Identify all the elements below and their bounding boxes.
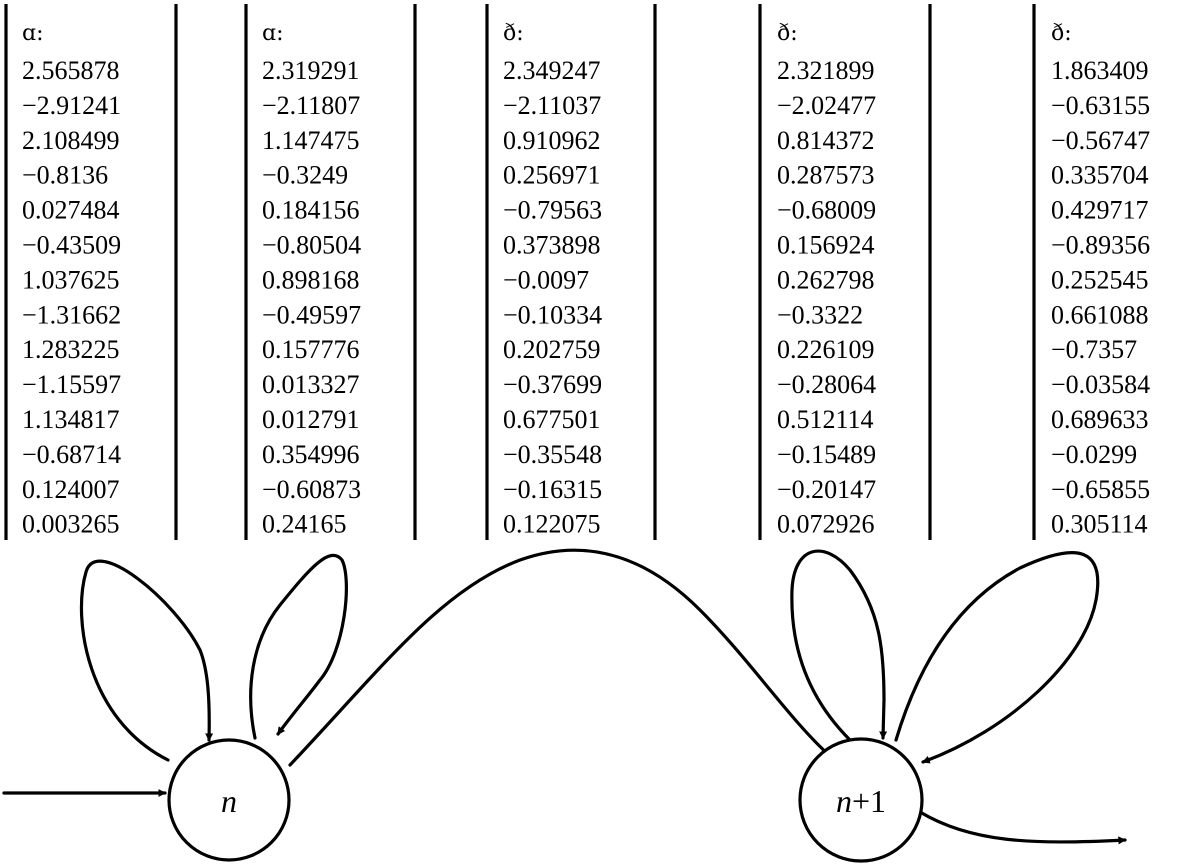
table-cell: 0.156924 bbox=[777, 231, 875, 260]
state-node-n: n bbox=[167, 738, 291, 862]
table-cell: −0.43509 bbox=[22, 231, 121, 260]
table-cell: −2.11037 bbox=[503, 91, 601, 120]
emission-table: ɑ: 2.565878 −2.91241 2.108499 −0.8136 0.02748… bbox=[22, 21, 1150, 539]
table-cell: 0.677501 bbox=[503, 405, 601, 434]
table-cell: −0.7357 bbox=[1051, 335, 1137, 364]
state-node-n-plus-1: n+1 bbox=[798, 737, 924, 863]
state-label: n bbox=[221, 783, 237, 819]
table-cell: 1.863409 bbox=[1051, 56, 1149, 85]
table-cell: 2.108499 bbox=[22, 126, 120, 155]
table-cell: −0.80504 bbox=[262, 231, 361, 260]
transition-n-to-n1 bbox=[288, 548, 832, 767]
state-circle bbox=[798, 737, 924, 863]
table-cell: −0.0299 bbox=[1051, 440, 1137, 469]
table-cell: 0.354996 bbox=[262, 440, 360, 469]
table-cell: 1.134817 bbox=[22, 405, 120, 434]
table-cell: −0.03584 bbox=[1051, 370, 1150, 399]
table-cell: 0.256971 bbox=[503, 161, 601, 190]
table-cell: 0.335704 bbox=[1051, 161, 1149, 190]
table-cell: 0.122075 bbox=[503, 510, 601, 539]
table-cell: 0.027484 bbox=[22, 196, 120, 225]
table-cell: 0.184156 bbox=[262, 196, 360, 225]
table-cell: −0.49597 bbox=[262, 300, 361, 329]
table-cell: 1.147475 bbox=[262, 126, 360, 155]
table-cell: −0.68009 bbox=[777, 196, 876, 225]
column-header: ð: bbox=[777, 21, 798, 46]
table-cell: 0.305114 bbox=[1051, 510, 1148, 539]
self-loop-outer-n1 bbox=[790, 549, 888, 742]
table-cell: 0.262798 bbox=[777, 265, 875, 294]
table-cell: −0.89356 bbox=[1051, 231, 1150, 260]
table-cell: 0.013327 bbox=[262, 370, 360, 399]
table-cell: −0.3322 bbox=[777, 300, 863, 329]
transitions bbox=[2, 548, 1127, 845]
table-cell: 2.349247 bbox=[503, 56, 601, 85]
table-cell: 0.157776 bbox=[262, 335, 360, 364]
table-cell: 0.124007 bbox=[22, 475, 120, 504]
exit-arrow bbox=[918, 810, 1127, 845]
table-cell: −1.15597 bbox=[22, 370, 121, 399]
table-cell: −0.15489 bbox=[777, 440, 876, 469]
table-cell: 2.565878 bbox=[22, 56, 120, 85]
table-cell: −0.28064 bbox=[777, 370, 876, 399]
table-cell: −0.10334 bbox=[503, 300, 602, 329]
table-cell: 1.037625 bbox=[22, 265, 120, 294]
state-label-var: n bbox=[221, 783, 237, 819]
table-cell: −1.31662 bbox=[22, 300, 121, 329]
state-circle bbox=[167, 738, 291, 862]
self-loop-inner-n1 bbox=[894, 551, 1100, 764]
self-loop-outer-n bbox=[79, 559, 214, 762]
table-cell: −0.79563 bbox=[503, 196, 602, 225]
table-cell: −0.63155 bbox=[1051, 91, 1150, 120]
state-label: n+1 bbox=[836, 783, 886, 819]
table-cell: −0.20147 bbox=[777, 475, 876, 504]
table-cell: −2.02477 bbox=[777, 91, 876, 120]
column-header: ɑ: bbox=[262, 21, 284, 46]
table-cell: −2.91241 bbox=[22, 91, 121, 120]
table-cell: 0.898168 bbox=[262, 265, 360, 294]
table-cell: 1.283225 bbox=[22, 335, 120, 364]
self-loop-inner-n bbox=[249, 553, 348, 740]
column-header: ð: bbox=[1051, 21, 1072, 46]
table-cell: 0.429717 bbox=[1051, 196, 1149, 225]
table-cell: 0.226109 bbox=[777, 335, 875, 364]
table-cell: 0.252545 bbox=[1051, 265, 1149, 294]
state-label-var: n bbox=[836, 783, 852, 819]
table-cell: −0.16315 bbox=[503, 475, 602, 504]
column-header: ɑ: bbox=[22, 21, 44, 46]
table-cell: −0.35548 bbox=[503, 440, 602, 469]
column-separators bbox=[4, 4, 1036, 540]
table-cell: −0.37699 bbox=[503, 370, 602, 399]
table-cell: 0.661088 bbox=[1051, 300, 1149, 329]
table-cell: −0.8136 bbox=[22, 161, 108, 190]
state-label-suffix: +1 bbox=[852, 783, 886, 819]
table-cell: −0.0097 bbox=[503, 265, 589, 294]
column-header: ð: bbox=[503, 21, 524, 46]
table-cell: 0.910962 bbox=[503, 126, 601, 155]
table-cell: 0.814372 bbox=[777, 126, 875, 155]
table-cell: 0.072926 bbox=[777, 510, 875, 539]
table-cell: 0.012791 bbox=[262, 405, 360, 434]
table-cell: 2.321899 bbox=[777, 56, 875, 85]
table-cell: 0.24165 bbox=[262, 510, 347, 539]
table-cell: −0.65855 bbox=[1051, 475, 1150, 504]
table-cell: −0.68714 bbox=[22, 440, 121, 469]
table-cell: 0.512114 bbox=[777, 405, 874, 434]
table-cell: 0.202759 bbox=[503, 335, 601, 364]
table-cell: −0.60873 bbox=[262, 475, 361, 504]
table-cell: 0.287573 bbox=[777, 161, 875, 190]
table-cell: 0.003265 bbox=[22, 510, 120, 539]
table-cell: 2.319291 bbox=[262, 56, 360, 85]
table-cell: −0.3249 bbox=[262, 161, 348, 190]
table-cell: −0.56747 bbox=[1051, 126, 1150, 155]
table-cell: 0.373898 bbox=[503, 231, 601, 260]
table-cell: 0.689633 bbox=[1051, 405, 1149, 434]
table-cell: −2.11807 bbox=[262, 91, 360, 120]
